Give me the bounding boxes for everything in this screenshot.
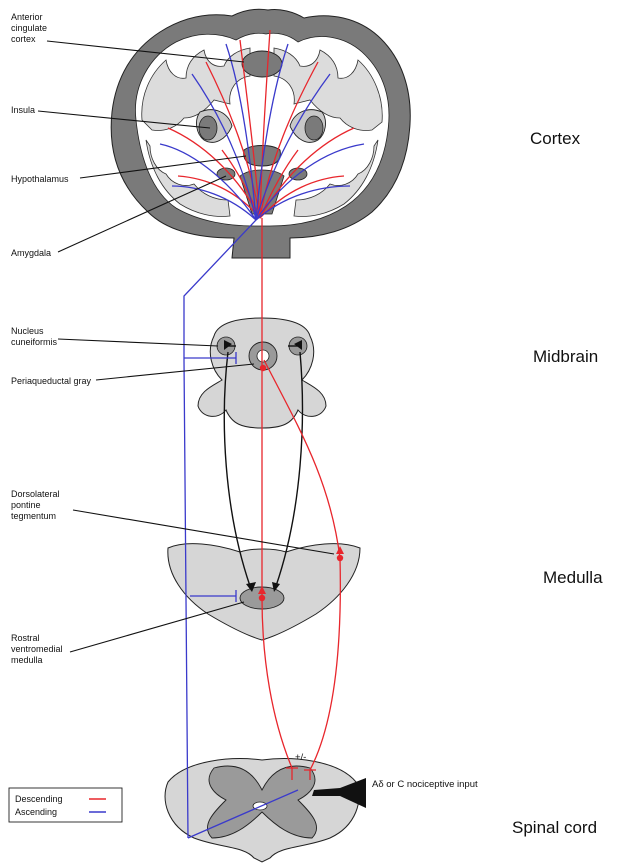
label-insula: Insula <box>11 105 35 115</box>
label-periaqueductal-gray: Periaqueductal gray <box>11 376 92 386</box>
label-nucleus-cuneiformis-2: cuneiformis <box>11 337 58 347</box>
descending-pathway <box>258 218 344 780</box>
legend-descending-label: Descending <box>15 794 63 804</box>
nociceptive-input-label: Aδ or C nociceptive input <box>372 779 478 790</box>
region-midbrain: Midbrain <box>533 347 598 366</box>
label-rvm-2: ventromedial <box>11 644 63 654</box>
label-rvm-1: Rostral <box>11 633 40 643</box>
rvm-neuron <box>259 595 265 601</box>
spinal-cord-section <box>165 759 359 862</box>
label-nucleus-cuneiformis-1: Nucleus <box>11 326 44 336</box>
ascending-pathway <box>184 220 298 838</box>
label-anterior-cingulate-2: cingulate <box>11 23 47 33</box>
structure-labels: Anterior cingulate cortex Insula Hypotha… <box>11 12 92 665</box>
label-dlpt-2: pontine <box>11 500 41 510</box>
region-cortex: Cortex <box>530 129 581 148</box>
label-anterior-cingulate-1: Anterior <box>11 12 43 22</box>
label-hypothalamus: Hypothalamus <box>11 174 69 184</box>
pag-neuron <box>260 365 266 371</box>
legend: Descending Ascending <box>9 788 122 822</box>
anterior-cingulate <box>242 51 282 77</box>
region-spinal-cord: Spinal cord <box>512 818 597 837</box>
label-dlpt-3: tegmentum <box>11 511 56 521</box>
label-dlpt-1: Dorsolateral <box>11 489 60 499</box>
label-rvm-3: medulla <box>11 655 43 665</box>
dlpt-neuron <box>337 555 343 561</box>
insula-right <box>305 116 323 140</box>
cerebral-aqueduct <box>257 350 269 362</box>
label-anterior-cingulate-3: cortex <box>11 34 36 44</box>
brain-section <box>111 9 410 258</box>
region-medulla: Medulla <box>543 568 603 587</box>
region-labels: Cortex Midbrain Medulla Spinal cord <box>512 129 603 837</box>
label-amygdala: Amygdala <box>11 248 51 258</box>
modulation-label: +/- <box>295 752 306 763</box>
legend-ascending-label: Ascending <box>15 807 57 817</box>
